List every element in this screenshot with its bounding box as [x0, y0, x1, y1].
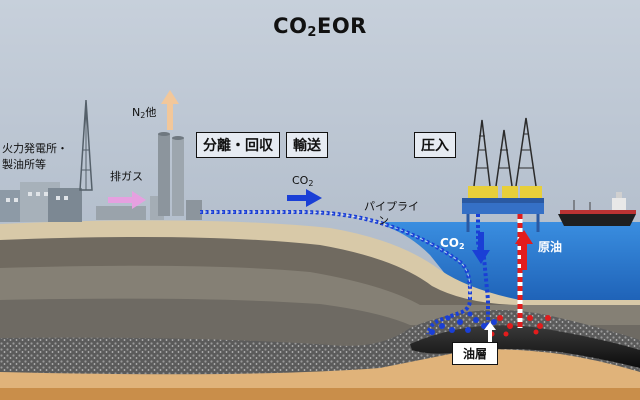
- exhaust-arrow: [108, 191, 146, 209]
- co2-transport-arrow: [287, 189, 322, 207]
- co2-bubbles: [429, 311, 497, 335]
- power-plant-label-line2: 製油所等: [2, 158, 46, 171]
- page-title: CO2EOR: [273, 14, 367, 40]
- exhaust-gas-label: 排ガス: [110, 170, 143, 183]
- pipeline-label-line1: パイプライ: [364, 200, 419, 213]
- oil-reservoir: [410, 325, 640, 368]
- power-plant-label: 火力発電所・ 製油所等: [2, 140, 68, 172]
- transport-box: 輸送: [286, 132, 328, 158]
- sea: [385, 222, 640, 300]
- offshore-platform: [462, 117, 544, 232]
- oil-flow-arrow: [484, 322, 496, 346]
- co2-injection-arrow: [472, 232, 490, 264]
- separation-recovery-box: 分離・回収: [196, 132, 280, 158]
- injection-box: 圧入: [414, 132, 456, 158]
- pipeline-label-line2: ン: [378, 214, 389, 227]
- power-plant: [0, 99, 93, 222]
- pipeline-label: パイプライ ン: [364, 200, 419, 228]
- co2-transport-label: CO2: [292, 174, 314, 188]
- n2-release-arrow: [161, 90, 179, 130]
- bottom-sand-deep: [0, 388, 640, 400]
- power-plant-label-line1: 火力発電所・: [2, 142, 68, 155]
- oil-layer-label: 油層: [452, 342, 499, 365]
- separation-plant: [96, 132, 202, 220]
- cap-rock-gravel: [0, 310, 640, 375]
- tanker-ship: [558, 192, 636, 226]
- crude-oil-label: 原油: [538, 240, 563, 254]
- crude-oil-arrow: [515, 230, 533, 270]
- n2-label: N2他: [132, 106, 157, 120]
- injected-co2-label: CO2: [440, 236, 465, 251]
